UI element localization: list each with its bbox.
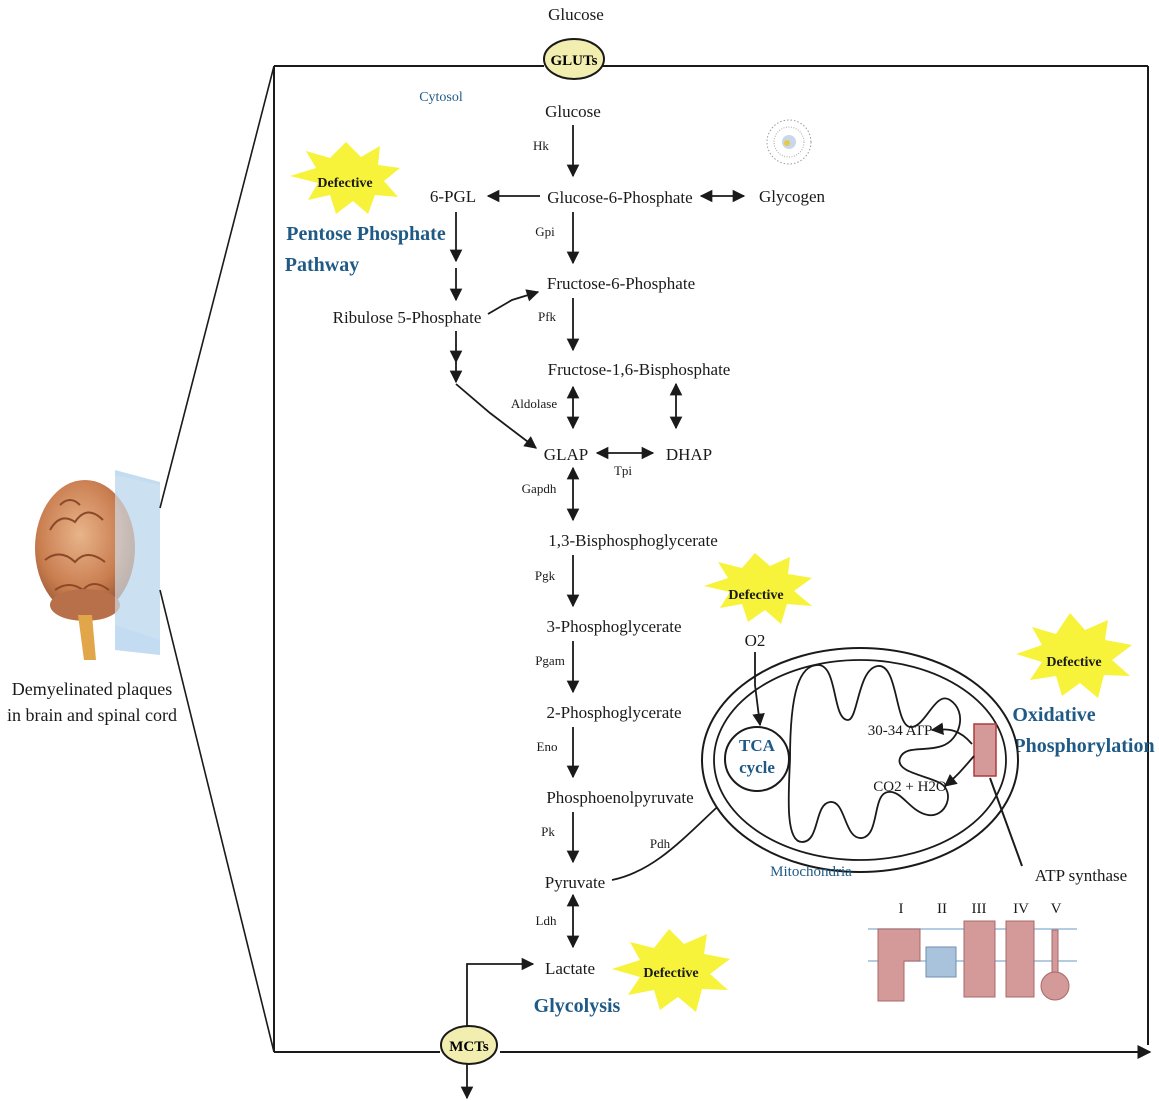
o2-arrow bbox=[752, 652, 765, 727]
metabolite-2pg: 2-Phosphoglycerate bbox=[546, 703, 681, 722]
metabolite-lactate: Lactate bbox=[545, 959, 595, 978]
co2-h2o-label: CO2 + H2O bbox=[873, 779, 947, 795]
enzyme-tpi: Tpi bbox=[614, 463, 632, 478]
defective-label-ppp: Defective bbox=[317, 176, 372, 191]
metabolite-6pgl: 6-PGL bbox=[430, 187, 476, 206]
mct-in-arrow bbox=[466, 957, 535, 1026]
cytosol-label: Cytosol bbox=[419, 90, 463, 105]
oxphos-label-line2: Phosphorylation bbox=[1013, 735, 1154, 757]
gluts-label: GLUTs bbox=[551, 53, 598, 69]
enzyme-pgk: Pgk bbox=[535, 568, 556, 583]
glycolysis-label: Glycolysis bbox=[534, 995, 621, 1017]
gluts-transporter bbox=[543, 38, 605, 80]
atp-arrow bbox=[930, 722, 973, 745]
complex-iv-shape bbox=[1005, 920, 1035, 998]
complex-ii-label: II bbox=[937, 901, 947, 917]
brain-illustration bbox=[35, 470, 160, 660]
enzyme-aldolase: Aldolase bbox=[511, 396, 557, 411]
complex-i-shape bbox=[877, 928, 921, 1002]
metabolite-13bpg: 1,3-Bisphosphoglycerate bbox=[548, 531, 718, 550]
metabolite-dhap: DHAP bbox=[666, 445, 712, 464]
brain-caption-line1: Demyelinated plaques bbox=[12, 679, 172, 699]
metabolite-glap: GLAP bbox=[544, 445, 588, 464]
complex-i-label: I bbox=[899, 901, 904, 917]
brain-caption-line2: in brain and spinal cord bbox=[7, 705, 177, 725]
enzyme-gpi: Gpi bbox=[535, 224, 555, 239]
o2-label: O2 bbox=[745, 631, 766, 650]
enzyme-pfk: Pfk bbox=[538, 309, 557, 324]
metabolite-g6p: Glucose-6-Phosphate bbox=[547, 188, 692, 207]
metabolite-f6p: Fructose-6-Phosphate bbox=[547, 274, 695, 293]
metabolite-glucose: Glucose bbox=[545, 102, 601, 121]
metabolite-ribulose-5p: Ribulose 5-Phosphate bbox=[333, 308, 482, 327]
defective-burst-oxphos: Defective bbox=[1016, 613, 1132, 698]
defective-burst-ppp: Defective bbox=[290, 142, 400, 214]
mcts-transporter bbox=[440, 1025, 498, 1065]
metabolite-pyruvate: Pyruvate bbox=[545, 873, 605, 892]
glycogen-granule bbox=[766, 119, 812, 165]
etc-complexes bbox=[868, 920, 1077, 1002]
zoom-line-top bbox=[159, 65, 275, 509]
tca-label-line1: TCA bbox=[739, 736, 776, 755]
tca-label-line2: cycle bbox=[739, 758, 775, 777]
complex-ii-shape bbox=[925, 946, 957, 978]
metabolite-3pg: 3-Phosphoglycerate bbox=[546, 617, 681, 636]
defective-burst-glycolysis: Defective bbox=[612, 929, 730, 1012]
atp-label: 30-34 ATP bbox=[868, 723, 933, 739]
atp-synthase-block bbox=[973, 723, 997, 777]
metabolite-f16bp: Fructose-1,6-Bisphosphate bbox=[548, 360, 731, 379]
complex-v-label: V bbox=[1051, 901, 1062, 917]
complex-iv-label: IV bbox=[1013, 901, 1029, 917]
enzyme-pgam: Pgam bbox=[535, 653, 565, 668]
complex-iii-label: III bbox=[972, 901, 987, 917]
zoom-line-bottom bbox=[159, 589, 275, 1053]
atp-synthase-pointer bbox=[989, 777, 1023, 867]
glycolysis-arrows bbox=[449, 125, 746, 949]
enzyme-ldh: Ldh bbox=[536, 913, 557, 928]
glucose-outside-label: Glucose bbox=[548, 5, 604, 24]
oxphos-label-line1: Oxidative bbox=[1012, 704, 1095, 726]
defective-label-glycolysis: Defective bbox=[643, 966, 698, 981]
defective-label-tca: Defective bbox=[728, 588, 783, 603]
metabolite-pep: Phosphoenolpyruvate bbox=[546, 788, 693, 807]
mitochondrion bbox=[701, 647, 1019, 873]
mcts-label: MCTs bbox=[449, 1039, 489, 1055]
defective-label-oxphos: Defective bbox=[1046, 655, 1101, 670]
complex-iii-shape bbox=[963, 920, 996, 998]
co2-arrow bbox=[944, 755, 975, 787]
metabolite-glycogen: Glycogen bbox=[759, 187, 826, 206]
defective-burst-tca: Defective bbox=[704, 553, 812, 624]
enzyme-hk: Hk bbox=[533, 138, 549, 153]
ppp-label-line2: Pathway bbox=[285, 254, 359, 276]
complex-v-stalk bbox=[1051, 929, 1059, 979]
atp-synthase-label: ATP synthase bbox=[1035, 866, 1127, 885]
enzyme-gapdh: Gapdh bbox=[522, 481, 557, 496]
enzyme-pk: Pk bbox=[541, 824, 555, 839]
complex-v-head bbox=[1040, 971, 1070, 1001]
enzyme-pdh: Pdh bbox=[650, 836, 671, 851]
mitochondria-label: Mitochondria bbox=[770, 864, 852, 880]
enzyme-eno: Eno bbox=[537, 739, 558, 754]
ppp-label-line1: Pentose Phosphate bbox=[286, 223, 446, 245]
